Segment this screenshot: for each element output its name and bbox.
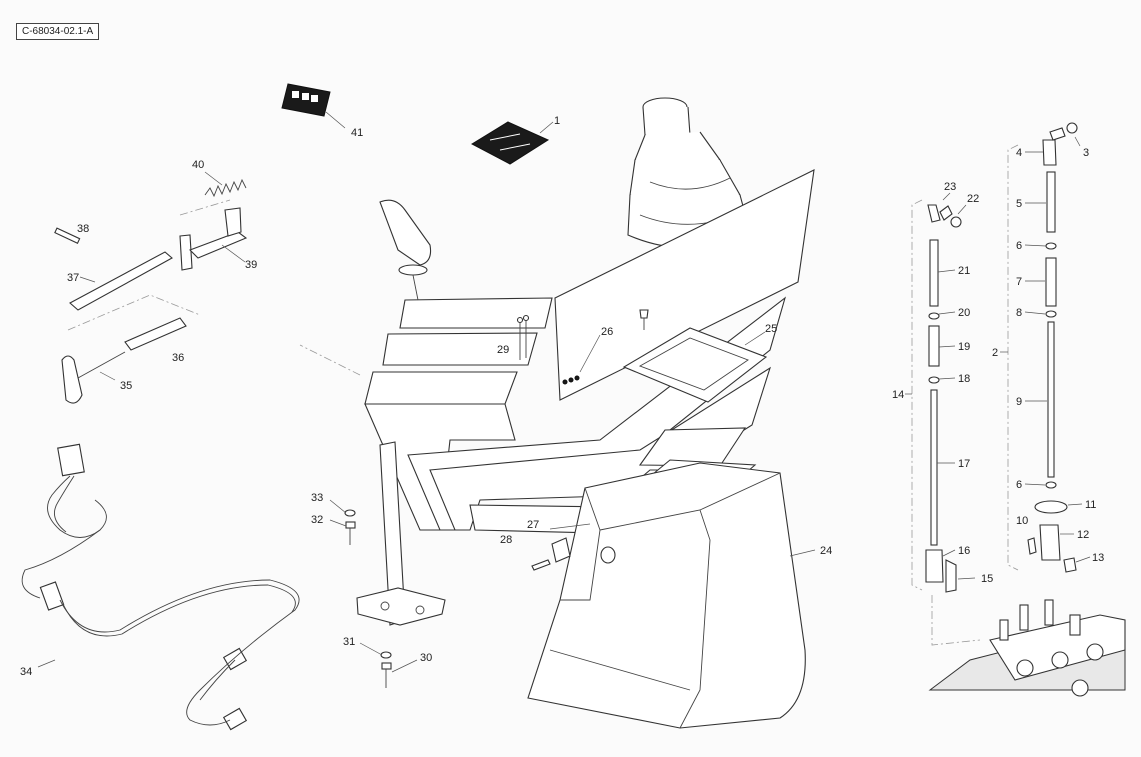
control-valve <box>928 595 1126 697</box>
callout-18: 18 <box>958 373 970 385</box>
callout-7: 7 <box>1016 276 1022 288</box>
callout-33: 33 <box>311 492 323 504</box>
part-26-screws <box>562 309 649 385</box>
joystick-assembly <box>299 199 446 626</box>
callout-5: 5 <box>1016 198 1022 210</box>
callout-41: 41 <box>351 127 363 139</box>
part-30-33-bolts <box>329 499 418 688</box>
guide-lines-left <box>67 199 231 331</box>
callout-labels: 1 2 3 4 5 6 6 7 8 9 10 11 12 13 14 15 16… <box>20 115 1104 678</box>
callout-13: 13 <box>1092 552 1104 564</box>
part-14-linkage-assembly <box>905 192 976 593</box>
callout-31: 31 <box>343 636 355 648</box>
callout-23: 23 <box>944 181 956 193</box>
callout-40: 40 <box>192 159 204 171</box>
callout-15: 15 <box>981 573 993 585</box>
part-35-knob <box>61 351 126 404</box>
part-39-bracket <box>179 207 248 271</box>
part-1-decal <box>470 121 554 165</box>
part-24-console-housing <box>527 462 816 729</box>
callout-36: 36 <box>172 352 184 364</box>
callout-17: 17 <box>958 458 970 470</box>
callout-3: 3 <box>1083 147 1089 159</box>
callout-39: 39 <box>245 259 257 271</box>
part-36-sleeve <box>124 317 187 351</box>
callout-11: 11 <box>1085 499 1096 511</box>
callout-25: 25 <box>765 323 777 335</box>
callout-28: 28 <box>500 534 512 546</box>
part-25-cover-plate <box>622 327 768 403</box>
part-41-decal <box>281 83 346 129</box>
callout-35: 35 <box>120 380 132 392</box>
callout-1: 1 <box>554 115 560 127</box>
callout-22: 22 <box>967 193 979 205</box>
part-2-linkage-assembly <box>1000 122 1091 573</box>
callout-24: 24 <box>820 545 832 557</box>
part-27-28-bracket <box>531 523 591 571</box>
callout-9: 9 <box>1016 396 1022 408</box>
callout-26: 26 <box>601 326 613 338</box>
callout-8: 8 <box>1016 307 1022 319</box>
callout-38: 38 <box>77 223 89 235</box>
callout-29: 29 <box>497 344 509 356</box>
callout-14: 14 <box>892 389 904 401</box>
part-40-spring <box>204 171 247 198</box>
callout-6b: 6 <box>1016 479 1022 491</box>
callout-2: 2 <box>992 347 998 359</box>
callout-30: 30 <box>420 652 432 664</box>
part-29-screws <box>516 314 530 360</box>
part-34-wiring-harness <box>21 443 300 731</box>
callout-21: 21 <box>958 265 970 277</box>
callout-32: 32 <box>311 514 323 526</box>
part-38-pin <box>54 227 81 244</box>
callout-34: 34 <box>20 666 32 678</box>
callout-19: 19 <box>958 341 970 353</box>
callout-37: 37 <box>67 272 79 284</box>
callout-6a: 6 <box>1016 240 1022 252</box>
callout-12: 12 <box>1077 529 1089 541</box>
drawing-reference-code: C-68034-02.1-A <box>16 23 100 40</box>
callout-16: 16 <box>958 545 970 557</box>
callout-4: 4 <box>1016 147 1022 159</box>
callout-27: 27 <box>527 519 539 531</box>
callout-10: 10 <box>1016 515 1028 527</box>
callout-20: 20 <box>958 307 970 319</box>
part-37-rod <box>69 251 173 311</box>
